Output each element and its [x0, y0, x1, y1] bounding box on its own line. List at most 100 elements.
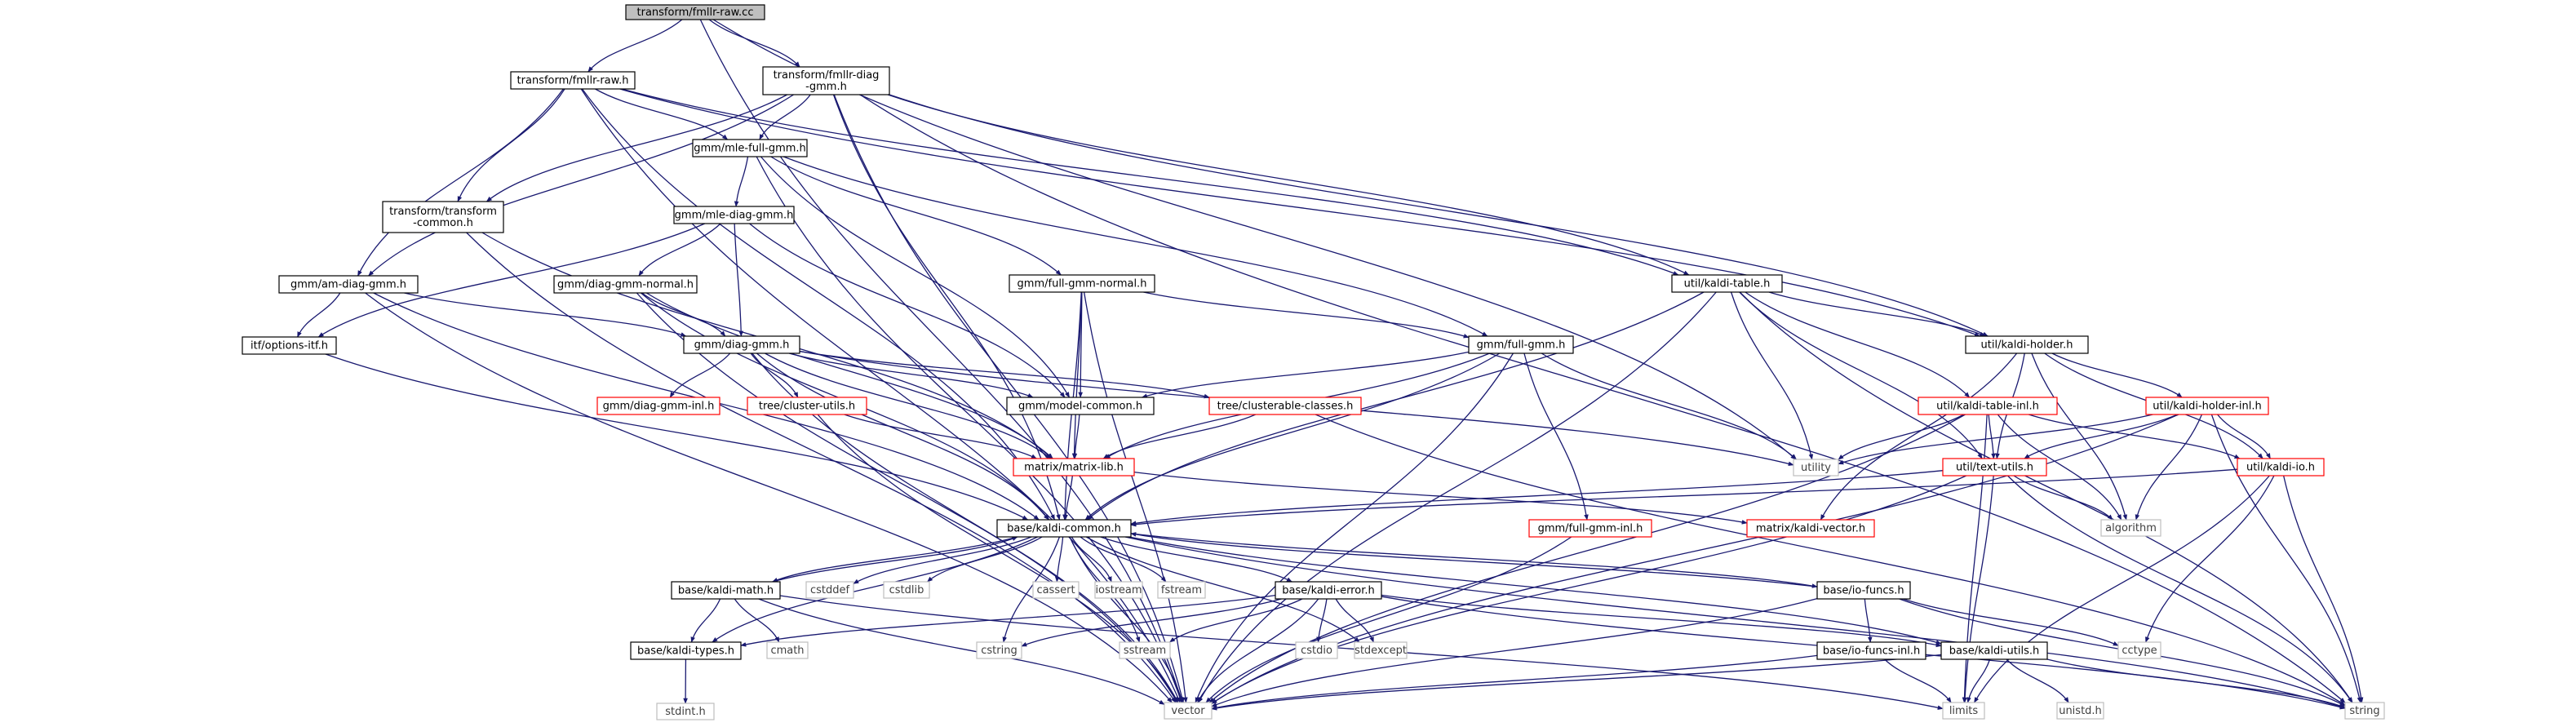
- node-kaldi_vector[interactable]: matrix/kaldi-vector.h: [1746, 519, 1875, 538]
- edge-io_funcs-to-cctype: [1903, 598, 2119, 646]
- edge-mle_full-to-vector: [756, 156, 1182, 703]
- node-mle_diag[interactable]: gmm/mle-diag-gmm.h: [673, 206, 795, 224]
- edge-kaldi_common-to-cstddef: [853, 536, 1032, 584]
- edge-io_funcs-to-vector: [1211, 598, 1818, 707]
- node-io_funcs[interactable]: base/io-funcs.h: [1816, 581, 1911, 600]
- node-label: unistd.h: [2059, 705, 2102, 717]
- edge-kaldi_error-to-cstring: [1021, 598, 1282, 647]
- node-label: gmm/full-gmm.h: [1477, 339, 1566, 352]
- node-box: [692, 139, 808, 157]
- node-diag_normal[interactable]: gmm/diag-gmm-normal.h: [553, 275, 698, 294]
- node-box: [805, 581, 854, 599]
- node-full_gmm[interactable]: gmm/full-gmm.h: [1468, 335, 1574, 354]
- edge-kaldi_common-to-kaldi_types: [712, 536, 1038, 643]
- node-box: [510, 71, 636, 90]
- node-holder_inl[interactable]: util/kaldi-holder-inl.h: [2145, 397, 2269, 415]
- node-utility: utility: [1793, 459, 1839, 477]
- node-fmllr_raw_h[interactable]: transform/fmllr-raw.h: [510, 71, 636, 90]
- node-diag_gmm_inl[interactable]: gmm/diag-gmm-inl.h: [596, 397, 720, 415]
- node-kaldi_holder[interactable]: util/kaldi-holder.h: [1965, 335, 2089, 354]
- node-fstream: fstream: [1157, 581, 1206, 599]
- node-clusterable[interactable]: tree/clusterable-classes.h: [1208, 397, 1362, 415]
- node-cluster_utils[interactable]: tree/cluster-utils.h: [747, 397, 867, 415]
- node-kaldi_types[interactable]: base/kaldi-types.h: [630, 641, 742, 660]
- node-label: base/io-funcs-inl.h: [1823, 645, 1920, 658]
- edge-diag_gmm-to-matrix_lib: [765, 352, 1052, 459]
- edge-kaldi_common-to-stdexcept: [1085, 536, 1360, 643]
- node-box: [1816, 641, 1926, 660]
- node-box: [1942, 702, 1985, 720]
- node-table_inl[interactable]: util/kaldi-table-inl.h: [1918, 397, 2058, 415]
- edge-holder_inl-to-text_utils: [2024, 414, 2178, 459]
- edges-layer: [297, 19, 2364, 711]
- edge-fmllr_diag-to-am_diag: [368, 94, 794, 277]
- node-kaldi_error[interactable]: base/kaldi-error.h: [1275, 581, 1382, 600]
- node-label: iostream: [1095, 584, 1142, 596]
- node-label: base/kaldi-math.h: [678, 585, 774, 597]
- node-string: string: [2344, 702, 2385, 720]
- node-box: [976, 641, 1022, 659]
- node-iostream: iostream: [1094, 581, 1143, 599]
- edge-full_normal-to-full_gmm: [1143, 291, 1470, 339]
- edge-matrix_lib-to-kaldi_vector: [1133, 472, 1748, 525]
- node-label: util/kaldi-table-inl.h: [1936, 401, 2039, 413]
- node-text_utils[interactable]: util/text-utils.h: [1942, 458, 2047, 477]
- edge-table_inl-to-text_utils: [1988, 414, 1996, 459]
- node-full_gmm_inl[interactable]: gmm/full-gmm-inl.h: [1528, 519, 1652, 538]
- node-label: util/kaldi-holder-inl.h: [2153, 401, 2261, 413]
- node-model_common[interactable]: gmm/model-common.h: [1006, 397, 1155, 415]
- node-kaldi_math[interactable]: base/kaldi-math.h: [671, 581, 781, 600]
- edge-diag_gmm-to-diag_gmm_inl: [669, 352, 731, 398]
- node-box: [656, 703, 715, 720]
- edge-fmllr_diag-to-kaldi_common: [832, 94, 1061, 521]
- node-box: [1942, 458, 2047, 477]
- edge-am_diag-to-kaldi_common: [373, 292, 1040, 521]
- node-label: itf/options-itf.h: [251, 340, 328, 352]
- edge-fmllr_raw_h-to-mle_full: [595, 88, 729, 140]
- node-kaldi_io[interactable]: util/kaldi-io.h: [2237, 458, 2325, 477]
- node-label: gmm/mle-full-gmm.h: [694, 143, 806, 155]
- edge-full_gmm-to-kaldi_common: [1084, 352, 1501, 521]
- node-box: [1208, 397, 1362, 415]
- edge-fmllr_diag-to-string: [859, 94, 2346, 703]
- node-label: base/kaldi-error.h: [1282, 585, 1374, 597]
- node-kaldi_common[interactable]: base/kaldi-common.h: [996, 519, 1132, 538]
- node-stdexcept: stdexcept: [1354, 641, 1408, 659]
- node-label: cmath: [770, 645, 804, 657]
- node-io_funcs_inl[interactable]: base/io-funcs-inl.h: [1816, 641, 1926, 660]
- node-label: cstdlib: [889, 584, 924, 596]
- edge-root-to-fmllr_diag: [708, 19, 800, 68]
- nodes-layer: transform/fmllr-raw.cc transform/fmllr-ra…: [242, 4, 2385, 720]
- node-mle_full[interactable]: gmm/mle-full-gmm.h: [692, 139, 808, 157]
- edge-kaldi_common-to-vector: [1069, 536, 1184, 703]
- node-am_diag[interactable]: gmm/am-diag-gmm.h: [278, 275, 419, 294]
- node-sstream: sstream: [1119, 641, 1171, 659]
- edge-kaldi_holder-to-holder_inl: [2051, 352, 2183, 398]
- node-transform_common[interactable]: transform/transform-common.h: [382, 201, 504, 233]
- edge-kaldi_table-to-table_inl: [1745, 291, 1971, 398]
- edge-am_diag-to-vector: [365, 292, 1173, 703]
- edge-kaldi_table-to-vector: [1198, 291, 1717, 703]
- node-options_itf[interactable]: itf/options-itf.h: [242, 336, 337, 355]
- node-root[interactable]: transform/fmllr-raw.cc: [625, 4, 765, 20]
- edge-kaldi_holder-to-algorithm: [2031, 352, 2127, 521]
- node-vector: vector: [1164, 702, 1213, 720]
- node-matrix_lib[interactable]: matrix/matrix-lib.h: [1013, 458, 1135, 477]
- edge-mle_full-to-full_normal: [770, 156, 1062, 276]
- node-box: [382, 201, 504, 233]
- node-label: base/io-funcs.h: [1823, 585, 1904, 597]
- node-diag_gmm[interactable]: gmm/diag-gmm.h: [683, 335, 800, 354]
- edge-fmllr_diag-to-transform_common: [485, 94, 788, 202]
- node-full_normal[interactable]: gmm/full-gmm-normal.h: [1009, 274, 1155, 293]
- node-box: [673, 206, 795, 224]
- edge-mle_full-to-model_common: [760, 156, 1071, 398]
- node-box: [671, 581, 781, 600]
- node-kaldi_utils[interactable]: base/kaldi-utils.h: [1940, 641, 2048, 660]
- node-label: cctype: [2122, 645, 2157, 657]
- node-kaldi_table[interactable]: util/kaldi-table.h: [1671, 274, 1783, 293]
- edge-kaldi_math-to-cmath: [734, 598, 780, 643]
- edge-holder_inl-to-utility: [1838, 414, 2153, 465]
- node-fmllr_diag[interactable]: transform/fmllr-diag-gmm.h: [762, 66, 890, 95]
- node-box: [630, 641, 742, 660]
- node-box: [2056, 702, 2104, 720]
